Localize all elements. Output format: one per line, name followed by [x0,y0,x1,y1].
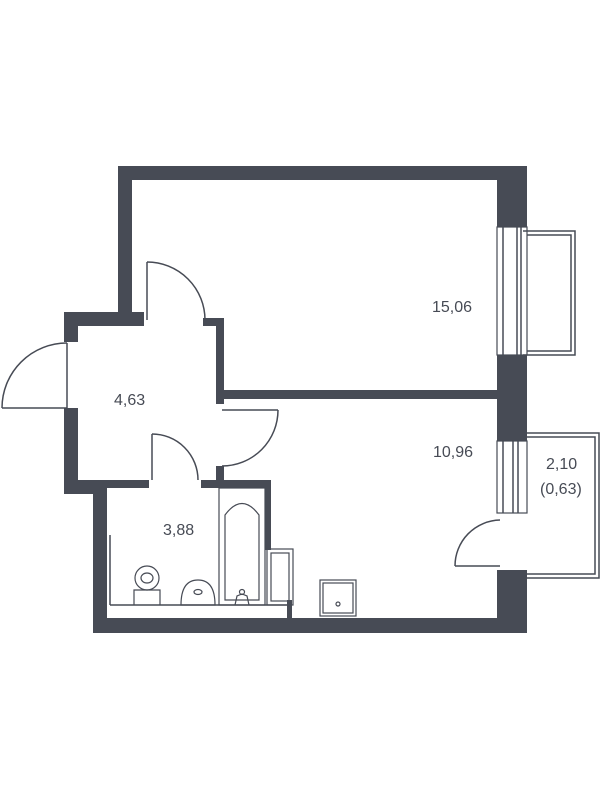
wall-left-bottom [93,480,107,633]
entrance-door[interactable] [1,342,68,409]
wall-hall-ledge-top [64,312,144,326]
wall-bath-top-left [93,480,149,488]
doors [1,261,501,567]
door-bathroom[interactable] [151,433,199,481]
window-kitchen [496,440,528,514]
interior-walls [93,318,497,620]
washing-machine [266,548,294,606]
window-room-large [496,226,576,356]
wall-partition-hall-upper [216,318,224,404]
area-room-kitchen: 10,96 [433,444,473,461]
toilet [133,565,161,605]
wall-hall-left-upper [64,312,78,342]
wall-hall-left-lower [64,408,78,494]
wall-bath-right-low [287,600,292,620]
wall-right-mid [497,355,527,441]
bathtub [218,487,266,606]
wall-stub-top [203,318,224,326]
area-bathroom: 3,88 [163,522,194,539]
area-labels: 15,06 4,63 10,96 3,88 2,10 (0,63) [114,299,582,539]
area-hallway: 4,63 [114,392,145,409]
wall-bath-top-right [201,480,271,488]
area-balcony-reduced: (0,63) [540,481,582,498]
door-room-large[interactable] [146,261,206,321]
outer-walls [64,166,527,633]
wall-partition-horizontal [220,390,497,399]
wall-partition-hall-lower [216,466,224,486]
wall-left-upper [118,166,132,326]
stove [319,579,357,617]
sink [180,579,216,606]
area-room-large: 15,06 [432,299,472,316]
area-balcony: 2,10 [546,456,577,473]
wall-bottom [93,618,527,633]
wall-right-top [497,166,527,227]
door-balcony[interactable] [454,519,501,567]
wall-top [118,166,527,180]
balcony [527,432,600,579]
windows [496,226,576,514]
door-kitchen[interactable] [221,409,279,467]
wall-bath-right [265,480,271,550]
